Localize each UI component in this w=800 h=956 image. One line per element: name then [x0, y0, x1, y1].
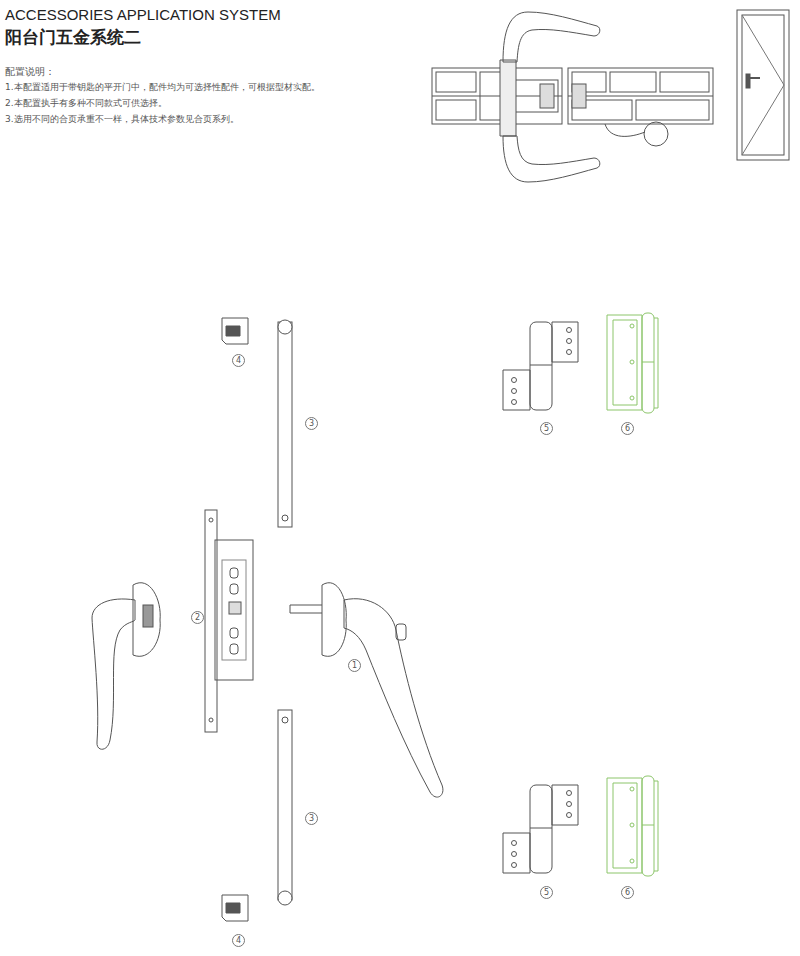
knob [644, 122, 668, 146]
handle-spindle-square [143, 605, 153, 627]
callout-number: 1 [348, 659, 361, 672]
handle-rose [322, 583, 346, 657]
callout-number: 5 [540, 886, 553, 899]
note-text: 3.选用不同的合页承重不一样，具体技术参数见合页系列。 [5, 114, 239, 125]
hinge-lift-off [503, 322, 578, 873]
callout-number: 6 [621, 886, 634, 899]
callout-number: 6 [621, 422, 634, 435]
handle-lock-button [396, 624, 406, 640]
notes-heading: 配置说明： [5, 66, 55, 78]
section-handle-bottom [503, 136, 600, 182]
handle-lever [92, 599, 135, 749]
door-sash [742, 15, 784, 155]
door-frame [737, 10, 789, 160]
handle-lever [344, 599, 443, 797]
profile-section [432, 60, 713, 136]
lock-body [205, 510, 253, 732]
callout-number: 2 [191, 611, 204, 624]
hinge-flag [607, 313, 658, 876]
note-text: 1.本配置适用于带钥匙的平开门中，配件均为可选择性配件，可根据型材实配。 [5, 82, 320, 93]
callout-number: 5 [540, 422, 553, 435]
callout-number: 3 [305, 812, 318, 825]
handle-rose [133, 583, 160, 657]
door-handle-lever [750, 77, 760, 79]
section-handle-top [503, 12, 600, 62]
knob-arm [605, 124, 645, 136]
handle-spindle [290, 605, 324, 613]
callout-number: 3 [305, 417, 318, 430]
page-title: ACCESSORIES APPLICATION SYSTEM [5, 6, 281, 24]
callout-number: 4 [232, 354, 245, 367]
keeper [222, 318, 248, 921]
callout-number: 4 [232, 934, 245, 947]
opening-indicator [742, 15, 784, 155]
page-subtitle: 阳台门五金系统二 [5, 27, 141, 47]
note-text: 2.本配置执手有多种不同款式可供选择。 [5, 98, 167, 109]
door-handle [746, 74, 750, 88]
